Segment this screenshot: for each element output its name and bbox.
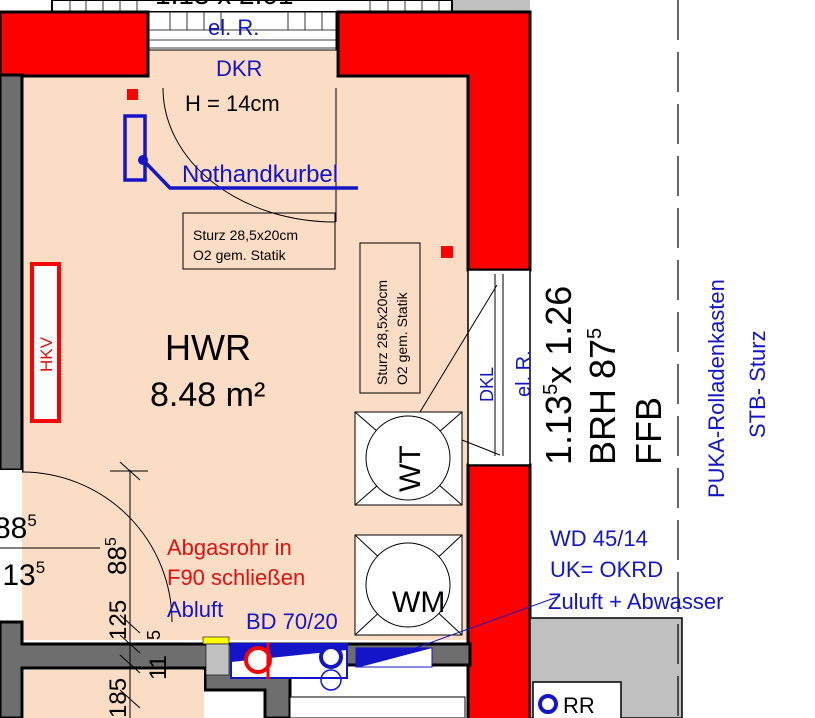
dimension-label: 125 (105, 600, 132, 640)
wall-opening-line: WD 45/14 (550, 526, 648, 551)
dkl-label: DKL (477, 367, 497, 402)
wall-left (0, 73, 24, 472)
lower-room-floor (24, 670, 204, 718)
rr-pipe-icon (538, 694, 558, 714)
right-window (467, 269, 531, 466)
wall-opening-line: UK= OKRD (550, 557, 663, 582)
doorway-floor (148, 50, 336, 76)
lintel-note-line: Sturz 28,5x20cm (374, 280, 390, 385)
washer-symbol (354, 534, 463, 636)
top-right-grey (453, 0, 530, 12)
rr-label: RR (563, 693, 595, 718)
leader-line (409, 595, 561, 651)
door-swing-left (21, 471, 173, 623)
dimension-line (110, 461, 148, 718)
dimension-label: 885 (102, 537, 132, 575)
water-pipe-icon (319, 645, 343, 669)
marker-square (127, 89, 138, 100)
marker-square (441, 246, 453, 258)
room-area: 8.48 m² (150, 376, 265, 414)
lower-fixture (289, 696, 466, 718)
wall-top-left (0, 10, 150, 78)
crank-icon (123, 114, 358, 190)
flue-pipe (205, 643, 230, 676)
sill-height-label: BRH 875 (582, 328, 623, 465)
dimension-label: 11 (145, 655, 172, 680)
crank-label: Nothandkurbel (182, 161, 338, 188)
height-label: H = 14cm (185, 91, 280, 116)
exhaust-pipe-icon (244, 646, 272, 674)
top-window-dimension: 1.13 x 2.01 (155, 0, 294, 10)
dkr-label: DKR (216, 56, 262, 81)
window-opening-hatch (148, 12, 336, 49)
flue-cap (202, 636, 230, 645)
washer-label: WM (392, 586, 445, 619)
lintel-note-box (182, 212, 336, 270)
hkv-label: HKV (37, 336, 56, 372)
exhaust-note-line: F90 schließen (167, 565, 305, 590)
hkv-box (30, 262, 61, 423)
ffb-label: FFB (628, 397, 669, 465)
el-r-right-label: el. R. (513, 350, 535, 397)
room-name: HWR (165, 327, 251, 368)
exhaust-air-label: Abluft (167, 597, 223, 622)
wall-right-lower (466, 463, 532, 718)
top-window-hatch (69, 0, 440, 12)
dryer-label: WT (394, 445, 427, 492)
lintel-note-box-vertical (359, 242, 421, 394)
el-r-top-label: el. R. (208, 15, 259, 40)
lintel-note-line: O2 gem. Statik (394, 291, 410, 385)
left-opening (0, 470, 22, 620)
dimension-label: 185 (105, 678, 132, 718)
door-swing-top (162, 87, 336, 223)
ceiling-opening-label: BD 70/20 (246, 609, 338, 634)
dimension-label: .135 (0, 558, 45, 592)
lintel-type-label: STB- Sturz (745, 330, 770, 438)
window-size-label: 1.135x 1.26 (538, 286, 579, 465)
lintel-note-line: Sturz 28,5x20cm (193, 227, 298, 243)
shutter-box-label: PUKA-Rolladenkasten (704, 279, 729, 498)
dryer-symbol (354, 411, 463, 506)
dimension-label: 885 (0, 511, 37, 545)
lintel-note-line: O2 gem. Statik (193, 247, 287, 263)
exhaust-note-line: Abgasrohr in (167, 535, 292, 560)
dimension-label: 5 (144, 630, 164, 640)
wall-opening-line: Zuluft + Abwasser (548, 589, 723, 614)
